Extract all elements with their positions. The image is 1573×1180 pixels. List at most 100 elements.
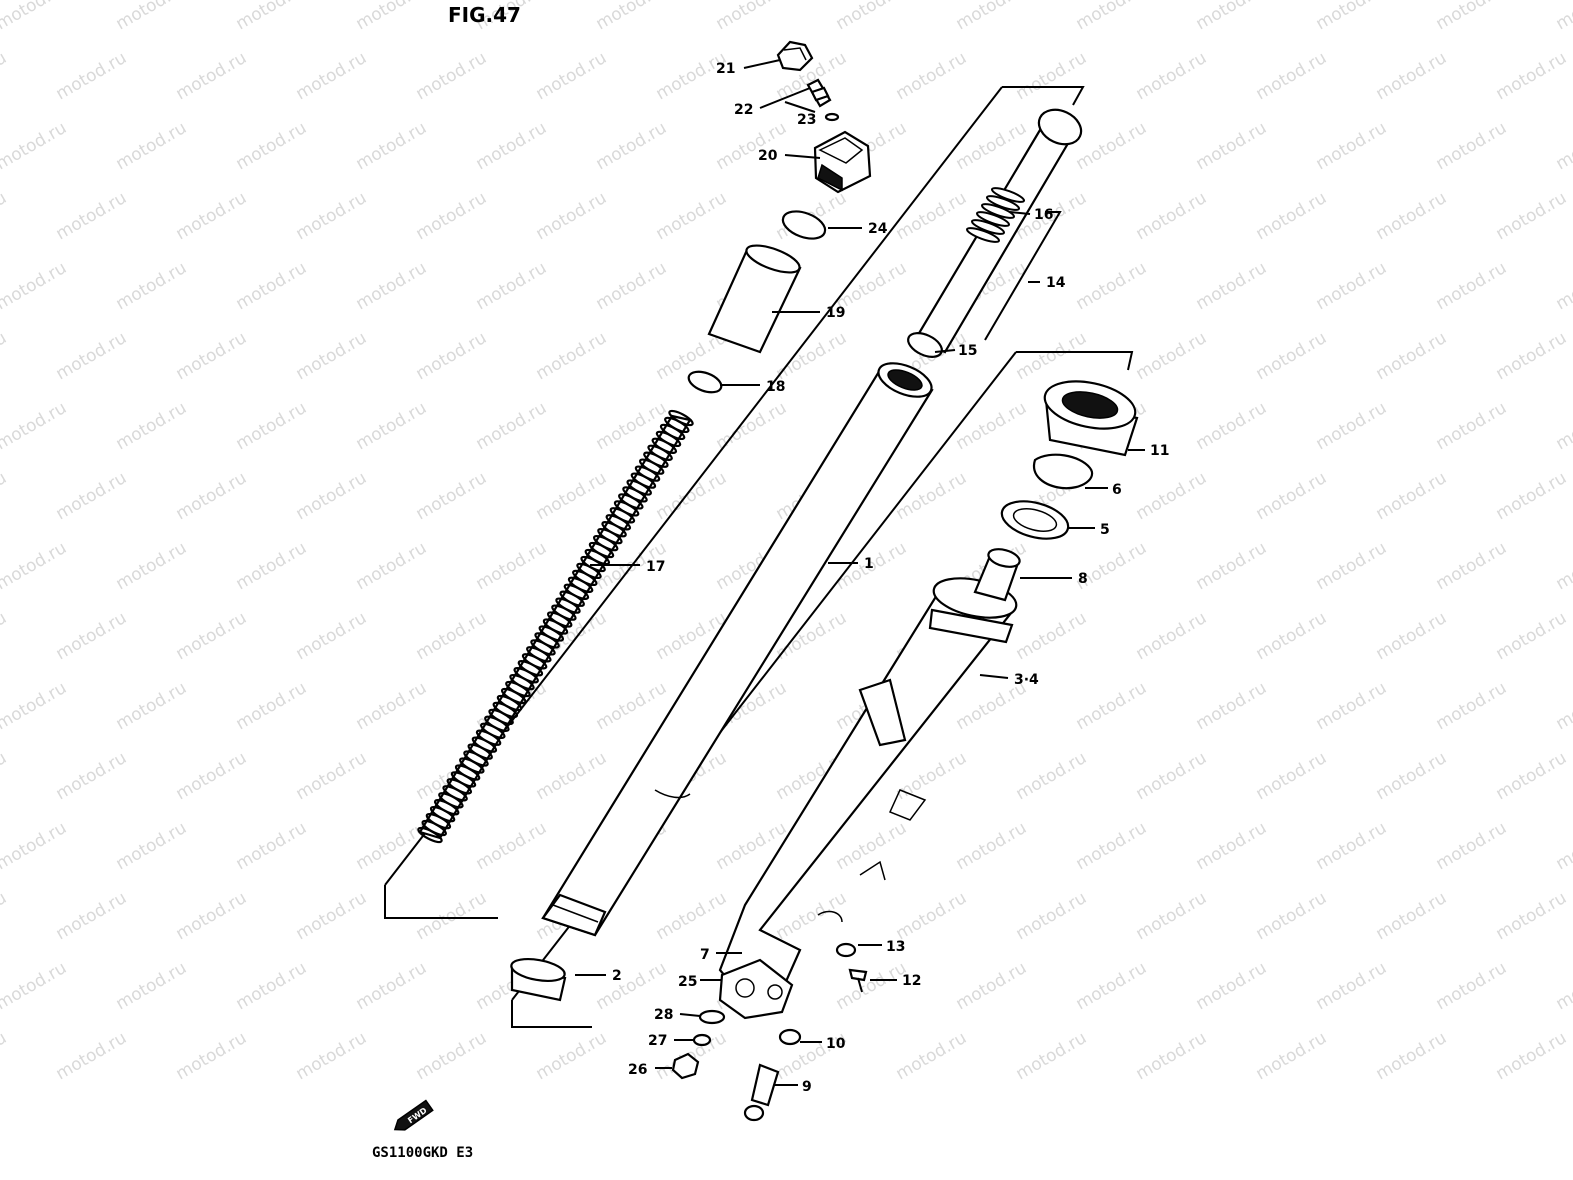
watermark-text: motod.ru (1433, 818, 1511, 874)
callout-19: 19 (826, 305, 845, 321)
callout-25: 25 (678, 974, 697, 990)
part-12-bolt (848, 968, 868, 993)
watermark-text: motod.ru (1313, 678, 1391, 734)
watermark-text: motod.ru (1133, 328, 1211, 384)
watermark-text: motod.ru (1133, 468, 1211, 524)
part-20-fork-cap-bolt (813, 130, 872, 194)
watermark-text: motod.ru (1493, 888, 1571, 944)
watermark-text: motod.ru (1253, 748, 1331, 804)
watermark-text: motod.ru (1373, 1028, 1451, 1084)
watermark-text: motod.ru (173, 748, 251, 804)
watermark-text: motod.ru (953, 958, 1031, 1014)
watermark-text: motod.ru (533, 48, 611, 104)
watermark-text: motod.ru (1373, 48, 1451, 104)
watermark-text: motod.ru (1313, 818, 1391, 874)
model-code: GS1100GKD E3 (372, 1145, 473, 1161)
watermark-text: motod.ru (293, 188, 371, 244)
watermark-text: motod.ru (113, 398, 191, 454)
part-19-spacer (707, 244, 802, 354)
part-18-washer (687, 370, 723, 394)
watermark-text: motod.ru (233, 538, 311, 594)
watermark-text: motod.ru (1373, 888, 1451, 944)
part-6-circlip (1032, 453, 1094, 490)
watermark-text: motod.ru (773, 328, 851, 384)
callout-28: 28 (654, 1007, 673, 1023)
watermark-text: motod.ru (893, 748, 971, 804)
part-15-ring (907, 332, 943, 358)
callout-24: 24 (868, 221, 888, 237)
leader-lines (575, 59, 1145, 1086)
rebound-spring-coil (970, 219, 1006, 235)
watermark-text: motod.ru (0, 748, 10, 804)
watermark-text: motod.ru (53, 48, 131, 104)
watermark-text: motod.ru (0, 118, 70, 174)
watermark-text: motod.ru (53, 188, 131, 244)
callout-12: 12 (902, 973, 921, 989)
watermark-text: motod.ru (413, 468, 491, 524)
figure-title: FIG.47 (448, 3, 521, 27)
watermark-text: motod.ru (1253, 608, 1331, 664)
watermark-text: motod.ru (0, 0, 70, 34)
watermark-text: motod.ru (1493, 1028, 1571, 1084)
watermark-text: motod.ru (1493, 48, 1571, 104)
part-26-nut (671, 1052, 700, 1080)
callout-20: 20 (758, 148, 778, 164)
watermark-text: motod.ru (653, 188, 731, 244)
callout-10: 10 (826, 1036, 846, 1052)
watermark-text: motod.ru (1253, 328, 1331, 384)
watermark-text: motod.ru (1253, 888, 1331, 944)
watermark-text: motod.ru (1133, 188, 1211, 244)
watermark-text: motod.ru (1433, 958, 1511, 1014)
watermark-text: motod.ru (1313, 398, 1391, 454)
watermark-text: motod.ru (593, 958, 671, 1014)
watermark-text: motod.ru (1013, 608, 1091, 664)
watermark-text: motod.ru (1493, 188, 1571, 244)
part-27-spring-washer (692, 1033, 712, 1047)
watermark-text: motod.ru (473, 398, 551, 454)
watermark-text: motod.ru (1433, 0, 1511, 34)
watermark-text: motod.ru (1493, 748, 1571, 804)
watermark-text: motod.ru (1193, 678, 1271, 734)
watermark-text: motod.ru (1433, 258, 1511, 314)
watermark-text: motod.ru (233, 118, 311, 174)
callout-21: 21 (716, 61, 735, 77)
part-1-inner-tube (541, 362, 934, 937)
watermark-text: motod.ru (0, 538, 70, 594)
watermark-text: motod.ru (233, 258, 311, 314)
watermark-text: motod.ru (1013, 748, 1091, 804)
watermark-text: motod.ru (593, 0, 671, 34)
watermark-text: motod.ru (1253, 188, 1331, 244)
watermark-text: motod.ru (1013, 1028, 1091, 1084)
watermark-text: motod.ru (1073, 258, 1151, 314)
part-5-oil-seal (1000, 500, 1070, 540)
watermark-text: motod.ru (1193, 398, 1271, 454)
watermark-text: motod.ru (1373, 188, 1451, 244)
watermark-text: motod.ru (1433, 678, 1511, 734)
watermark-text: motod.ru (413, 888, 491, 944)
watermark-text: motod.ru (173, 608, 251, 664)
watermark-text: motod.ru (1253, 48, 1331, 104)
watermark-text: motod.ru (1193, 0, 1271, 34)
watermark-text: motod.ru (53, 748, 131, 804)
part-8-oil-lock-piece (973, 548, 1021, 602)
watermark-text: motod.ru (1313, 0, 1391, 34)
watermark-text: motod.ru (533, 468, 611, 524)
callout-23: 23 (797, 112, 816, 128)
watermark-text: motod.ru (233, 678, 311, 734)
callout-9: 9 (802, 1079, 812, 1095)
watermark-text: motod.ru (1073, 958, 1151, 1014)
watermark-text: motod.ru (173, 888, 251, 944)
watermark-text: motod.ru (1553, 538, 1573, 594)
watermark-text: motod.ru (353, 118, 431, 174)
watermark-text: motod.ru (1553, 818, 1573, 874)
rebound-spring-coil (985, 195, 1021, 211)
callout-16: 16 (1034, 207, 1053, 223)
watermark-text: motod.ru (833, 0, 911, 34)
watermark-text: motod.ru (893, 48, 971, 104)
watermark-text: motod.ru (173, 48, 251, 104)
rebound-spring-coil (980, 203, 1016, 219)
watermark-text: motod.ru (1373, 468, 1451, 524)
part-24-o-ring (781, 210, 827, 240)
watermark-text: motod.ru (233, 958, 311, 1014)
watermark-text: motod.ru (1133, 888, 1211, 944)
